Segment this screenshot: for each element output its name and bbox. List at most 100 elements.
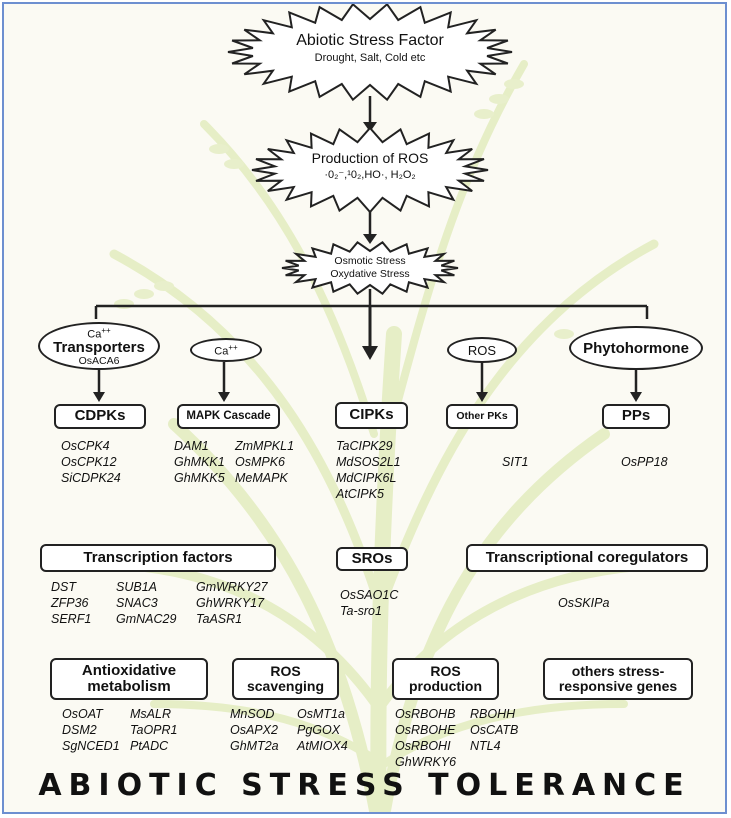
gene-item: OsRBOHI — [395, 739, 451, 753]
gene-item: AtMIOX4 — [297, 739, 348, 753]
grain-clusters — [114, 79, 614, 359]
gene-item: OsCPK12 — [61, 455, 117, 469]
ros-scavenging-label-1: ROS — [270, 662, 301, 679]
transporters-gene: OsACA6 — [78, 355, 120, 368]
gene-item: GmWRKY27 — [196, 580, 268, 594]
gene-item: DST — [51, 580, 76, 594]
gene-item: SNAC3 — [116, 596, 158, 610]
footer-title: ABIOTIC STRESS TOLERANCE — [38, 768, 691, 803]
other-pks-box: Other PKs — [446, 404, 518, 429]
ros-production-box: ROS production — [392, 658, 499, 700]
gene-item: PgGOX — [297, 723, 341, 737]
gene-item: SUB1A — [116, 580, 157, 594]
coregulators-box: Transcriptional coregulators — [466, 544, 708, 572]
stress-factor-node: Abiotic Stress Factor Drought, Salt, Col… — [240, 26, 500, 76]
ros-production-genes-col1: OsRBOHB OsRBOHE OsRBOHI GhWRKY6 — [395, 706, 456, 770]
cdpks-genes: OsCPK4 OsCPK12 SiCDPK24 — [61, 438, 121, 486]
ros-scavenging-box: ROS scavenging — [232, 658, 339, 700]
tf-genes-col2: SUB1A SNAC3 GmNAC29 — [116, 579, 176, 627]
sros-box: SROs — [336, 547, 408, 571]
phytohormone-oval: Phytohormone — [569, 326, 703, 370]
pps-box: PPs — [602, 404, 670, 429]
gene-item: SiCDPK24 — [61, 471, 121, 485]
mapk-genes-col2: ZmMPKL1 OsMPK6 MeMAPK — [235, 438, 294, 486]
gene-item: MnSOD — [230, 707, 275, 721]
starburst-ros — [251, 126, 489, 214]
cdpks-box: CDPKs — [54, 404, 146, 429]
mapk-genes-col1: DAM1 GhMKK1 GhMKK5 — [174, 438, 225, 486]
gene-item: OsSKIPa — [558, 596, 610, 610]
ca-ion: Ca — [214, 345, 229, 358]
transporters-charge: ++ — [101, 325, 111, 335]
sros-genes: OsSAO1C Ta-sro1 — [340, 587, 398, 619]
gene-item: SgNCED1 — [62, 739, 120, 753]
arrowheads — [93, 122, 642, 402]
ros-oval: ROS — [447, 337, 517, 363]
ros-oval-label: ROS — [467, 342, 497, 358]
gene-item: GhMKK5 — [174, 471, 225, 485]
gene-item: GhMT2a — [230, 739, 279, 753]
gene-item: Ta-sro1 — [340, 604, 382, 618]
ros-production-label-1: ROS — [430, 662, 461, 679]
osmotic-line1: Osmotic Stress — [334, 255, 406, 267]
transporters-oval: Ca++ Transporters OsACA6 — [38, 322, 160, 370]
ros-production-label-2: production — [408, 678, 483, 694]
gene-item: GmNAC29 — [116, 612, 177, 626]
gene-item: SIT1 — [502, 455, 529, 469]
gene-item: TaASR1 — [196, 612, 243, 626]
gene-item: NTL4 — [470, 739, 501, 753]
gene-item: MdCIPK6L — [336, 471, 397, 485]
cipks-genes: TaCIPK29 MdSOS2L1 MdCIPK6L AtCIPK5 — [336, 438, 401, 502]
others-label-1: others stress- — [571, 662, 665, 679]
osmotic-line2: Oxydative Stress — [330, 268, 410, 280]
antioxidative-box: Antioxidative metabolism — [50, 658, 208, 700]
gene-item: OsCATB — [470, 723, 519, 737]
ros-production-formula: ·0₂⁻,¹0₂,HO·, H₂O₂ — [324, 169, 416, 181]
gene-item: MsALR — [130, 707, 171, 721]
other-pks-genes: SIT1 — [502, 454, 528, 470]
gene-item: OsOAT — [62, 707, 103, 721]
gene-item: OsSAO1C — [340, 588, 399, 602]
gene-item: GhWRKY6 — [395, 755, 457, 769]
cipks-box: CIPKs — [335, 402, 408, 429]
ros-production-genes-col2: RBOHH OsCATB NTL4 — [470, 706, 518, 754]
gene-item: OsCPK4 — [61, 439, 110, 453]
tf-genes-col1: DST ZFP36 SERF1 — [51, 579, 91, 627]
ros-scavenging-genes-col2: OsMT1a PgGOX AtMIOX4 — [297, 706, 348, 754]
antioxidative-label-1: Antioxidative — [81, 661, 177, 679]
phytohormone-label: Phytohormone — [583, 339, 689, 357]
stress-factor-subtitle: Drought, Salt, Cold etc — [314, 52, 426, 64]
starbursts — [227, 4, 513, 296]
gene-item: OsRBOHE — [395, 723, 456, 737]
coregulators-genes: OsSKIPa — [558, 595, 609, 611]
antioxidative-label-2: metabolism — [87, 678, 171, 695]
gene-item: OsAPX2 — [230, 723, 278, 737]
gene-item: RBOHH — [470, 707, 516, 721]
gene-item: SERF1 — [51, 612, 92, 626]
mapk-box: MAPK Cascade — [177, 404, 280, 429]
transporters-label: Transporters — [53, 339, 145, 357]
others-label-2: responsive genes — [558, 678, 678, 694]
starburst-osmotic — [281, 240, 459, 296]
tf-genes-col3: GmWRKY27 GhWRKY17 TaASR1 — [196, 579, 268, 627]
gene-item: OsMT1a — [297, 707, 345, 721]
gene-item: OsMPK6 — [235, 455, 286, 469]
antioxidative-genes-col1: OsOAT DSM2 SgNCED1 — [62, 706, 120, 754]
ros-scavenging-label-2: scavenging — [246, 678, 325, 694]
gene-item: TaOPR1 — [130, 723, 178, 737]
pps-genes: OsPP18 — [621, 454, 668, 470]
osmotic-node: Osmotic Stress Oxydative Stress — [290, 250, 450, 286]
gene-item: MeMAPK — [235, 471, 288, 485]
gene-item: OsPP18 — [621, 455, 668, 469]
gene-item: DSM2 — [62, 723, 97, 737]
stress-factor-title: Abiotic Stress Factor — [296, 32, 444, 49]
gene-item: TaCIPK29 — [336, 439, 393, 453]
ca-oval: Ca++ — [190, 338, 262, 362]
ros-production-title: Production of ROS — [311, 150, 429, 166]
gene-item: OsRBOHB — [395, 707, 456, 721]
gene-item: PtADC — [130, 739, 169, 753]
others-box: others stress- responsive genes — [543, 658, 693, 700]
ca-charge: ++ — [228, 342, 238, 352]
gene-item: DAM1 — [174, 439, 209, 453]
